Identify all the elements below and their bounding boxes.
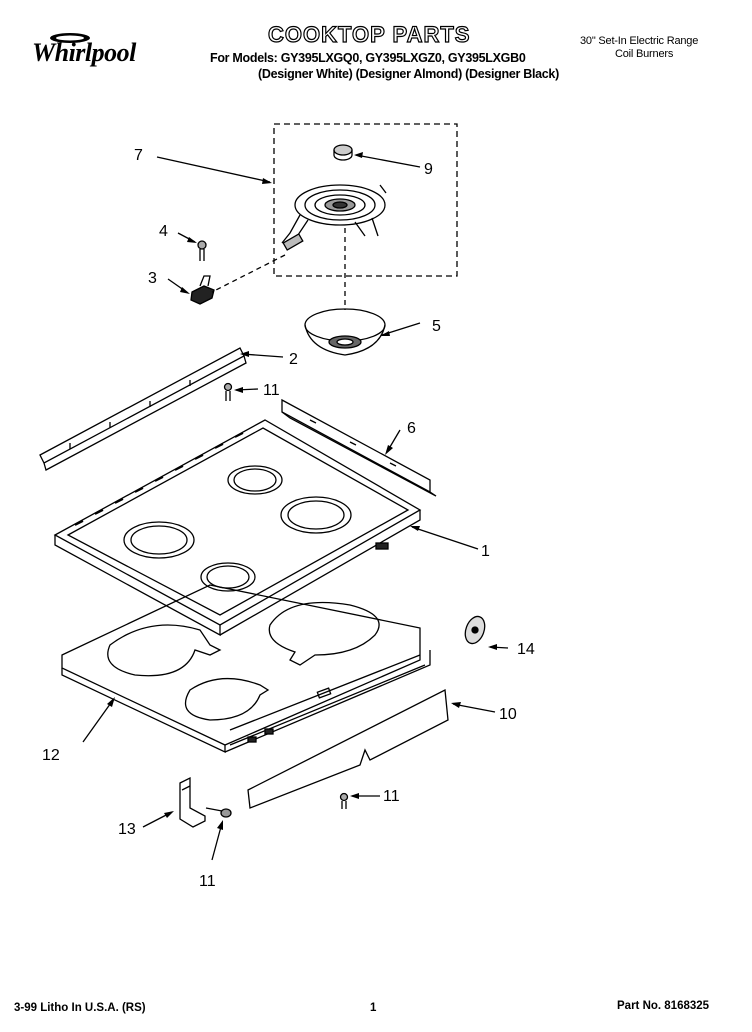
callout-11-lower: 11 bbox=[383, 788, 400, 805]
part-13-hinge-bracket bbox=[179, 776, 206, 828]
leader-arrowheads bbox=[107, 152, 497, 830]
whirlpool-logo-swoosh bbox=[50, 33, 90, 43]
callout-12: 12 bbox=[42, 747, 60, 764]
part-10-control-trim bbox=[247, 688, 449, 809]
callout-numbers: 7 9 4 3 5 2 11 6 1 14 10 12 11 13 11 bbox=[42, 147, 535, 890]
models-line: For Models: GY395LXGQ0, GY395LXGZ0, GY39… bbox=[210, 51, 526, 65]
part-9-cap bbox=[333, 144, 353, 161]
callout-2: 2 bbox=[289, 351, 298, 368]
callout-13: 13 bbox=[118, 821, 136, 838]
callout-3: 3 bbox=[148, 270, 157, 287]
callout-1: 1 bbox=[481, 543, 490, 560]
litho-text: 3-99 Litho In U.S.A. (RS) bbox=[14, 1002, 146, 1014]
callout-9: 9 bbox=[424, 161, 433, 178]
part-2-front-trim bbox=[39, 347, 247, 471]
part-7-coil-element bbox=[281, 184, 387, 251]
part-6-rear-trim bbox=[281, 398, 437, 497]
part-11-screw-bottom bbox=[205, 807, 232, 818]
whirlpool-logo: Whirlpool bbox=[18, 30, 158, 70]
part-11-screw-upper bbox=[223, 382, 233, 401]
part-1-cooktop bbox=[53, 419, 422, 637]
colors-line: (Designer White) (Designer Almond) (Desi… bbox=[258, 67, 559, 81]
product-line1: 30" Set-In Electric Range bbox=[580, 35, 699, 47]
callout-11-bottom: 11 bbox=[199, 873, 216, 890]
callout-10: 10 bbox=[499, 706, 517, 723]
part-3-terminal-block bbox=[190, 275, 215, 305]
callout-6: 6 bbox=[407, 420, 416, 437]
callout-5: 5 bbox=[432, 318, 441, 335]
product-line2: Coil Burners bbox=[615, 48, 674, 60]
callout-14: 14 bbox=[517, 641, 535, 658]
callout-7: 7 bbox=[134, 147, 143, 164]
part-11-screw-lower bbox=[339, 792, 349, 809]
part-number: Part No. 8168325 bbox=[617, 1000, 710, 1012]
callout-4: 4 bbox=[159, 223, 168, 240]
leader-lines bbox=[82, 154, 509, 861]
callout-11-upper: 11 bbox=[263, 382, 280, 399]
element-assembly-box bbox=[273, 123, 458, 277]
part-12-burner-box bbox=[61, 584, 431, 754]
part-14-grommet bbox=[464, 615, 486, 645]
part-5-drip-bowl bbox=[304, 308, 386, 356]
page-title: COOKTOP PARTS bbox=[267, 21, 471, 47]
brand-name: Whirlpool bbox=[32, 38, 136, 67]
page-number: 1 bbox=[370, 1002, 377, 1014]
part-4-screw bbox=[197, 240, 207, 261]
